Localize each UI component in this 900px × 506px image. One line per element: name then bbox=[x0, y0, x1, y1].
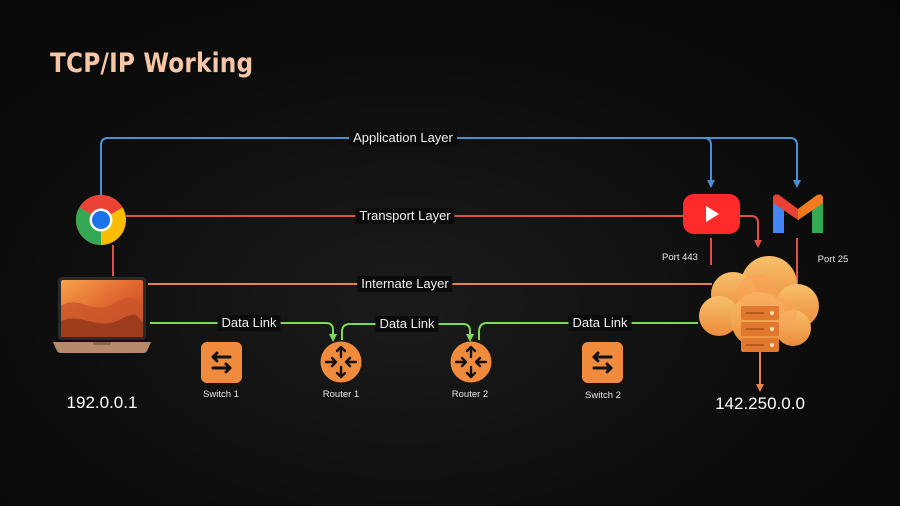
server-ip-label: 142.250.0.0 bbox=[715, 394, 805, 413]
data-link-label-2: Data Link bbox=[375, 316, 439, 332]
data-link-label-1: Data Link bbox=[217, 315, 281, 331]
switch-1-label: Switch 1 bbox=[203, 389, 239, 400]
chrome-icon bbox=[76, 195, 126, 245]
data-link-label-3: Data Link bbox=[568, 315, 632, 331]
switch-icon bbox=[201, 342, 242, 383]
transport-layer-label: Transport Layer bbox=[355, 208, 455, 224]
client-ip-label: 192.0.0.1 bbox=[66, 393, 138, 412]
switch-2-label: Switch 2 bbox=[585, 390, 621, 401]
router-2-label: Router 2 bbox=[451, 389, 489, 400]
router-icon bbox=[450, 341, 492, 383]
port-443-label: Port 443 bbox=[662, 252, 698, 263]
application-layer-line bbox=[100, 137, 801, 195]
laptop-icon bbox=[53, 277, 151, 353]
internet-layer-label: Internate Layer bbox=[357, 276, 453, 292]
port-25-label: Port 25 bbox=[817, 254, 849, 265]
router-icon bbox=[320, 341, 362, 383]
youtube-icon bbox=[683, 194, 740, 234]
page-title: TCP/IP Working bbox=[50, 48, 254, 79]
switch-icon bbox=[582, 342, 623, 383]
router-1-label: Router 1 bbox=[322, 389, 360, 400]
cloud-server-icon bbox=[699, 256, 819, 352]
application-layer-label: Application Layer bbox=[349, 130, 457, 146]
gmail-icon bbox=[773, 194, 823, 233]
